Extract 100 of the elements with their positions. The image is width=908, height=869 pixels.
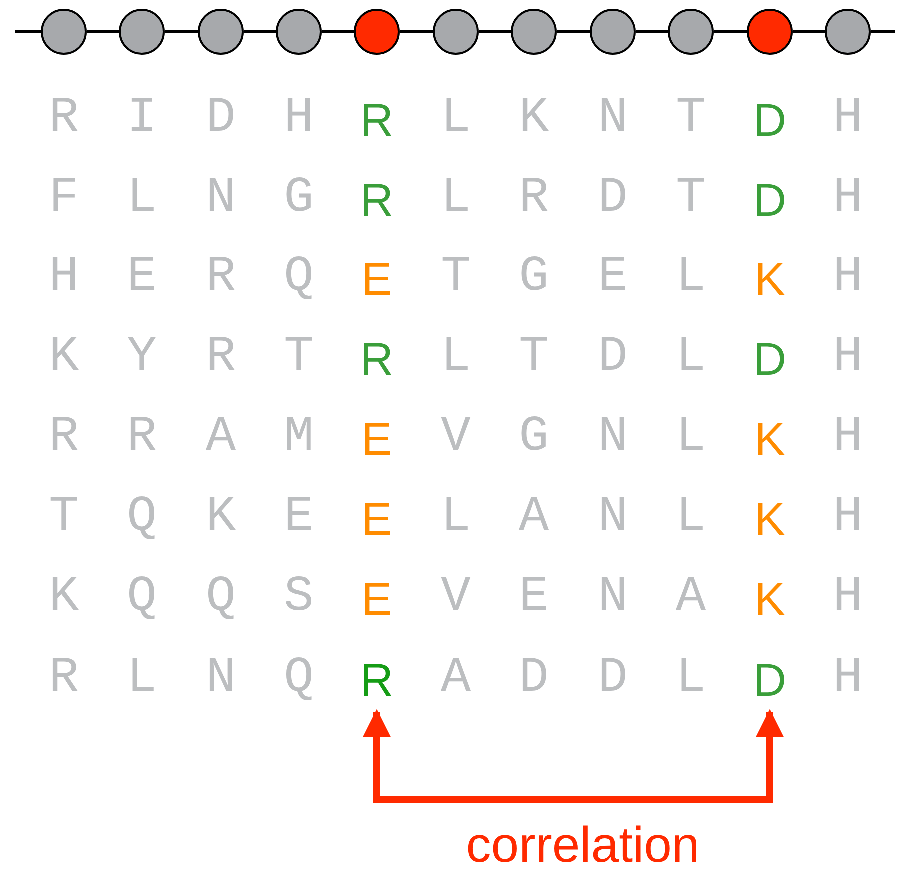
sequence-letter: T	[440, 253, 472, 303]
highlighted-letter: E	[349, 249, 405, 309]
connecting-line	[87, 30, 119, 34]
sequence-letter: L	[674, 253, 707, 303]
highlighted-letter: R	[349, 90, 405, 150]
sequence-letter: D	[596, 333, 629, 383]
highlighted-letter: K	[742, 409, 798, 469]
sequence-letter: V	[440, 413, 472, 463]
sequence-letter: D	[518, 654, 550, 704]
sequence-letter: A	[674, 573, 707, 623]
sequence-letter: Q	[204, 573, 237, 623]
highlighted-letter: D	[742, 170, 798, 230]
sequence-letter: N	[596, 94, 629, 144]
sequence-letter: E	[126, 253, 158, 303]
sequence-letter: Q	[282, 253, 315, 303]
sequence-letter: R	[48, 654, 80, 704]
sequence-letter: H	[832, 573, 864, 623]
sequence-letter: H	[832, 493, 864, 543]
sequence-letter: F	[48, 174, 80, 224]
sequence-letter: G	[518, 253, 550, 303]
sequence-letter: H	[832, 253, 864, 303]
connecting-line	[244, 30, 276, 34]
sequence-letter: S	[282, 573, 315, 623]
sequence-letter: L	[440, 94, 472, 144]
sequence-letter: L	[126, 654, 158, 704]
sequence-letter: Y	[126, 333, 158, 383]
sequence-letter: L	[674, 654, 707, 704]
sequence-letter: A	[204, 413, 237, 463]
sequence-letter: Q	[282, 654, 315, 704]
sequence-letter: Q	[126, 493, 158, 543]
sequence-letter: N	[596, 493, 629, 543]
highlighted-letter: K	[742, 249, 798, 309]
sequence-letter: N	[596, 413, 629, 463]
sequence-letter: N	[596, 573, 629, 623]
sequence-letter: R	[204, 333, 237, 383]
highlighted-letter: R	[349, 650, 405, 710]
sequence-letter: I	[126, 94, 158, 144]
highlighted-letter: D	[742, 90, 798, 150]
sequence-letter: R	[518, 174, 550, 224]
sequence-letter: L	[674, 333, 707, 383]
connecting-line	[15, 30, 41, 34]
sequence-letter: A	[440, 654, 472, 704]
sequence-letter: D	[204, 94, 237, 144]
sequence-letter: T	[518, 333, 550, 383]
highlighted-letter: E	[349, 569, 405, 629]
connecting-line	[714, 30, 747, 34]
sequence-letter: H	[48, 253, 80, 303]
sequence-letter: R	[204, 253, 237, 303]
sequence-letter: H	[832, 94, 864, 144]
sequence-letter: A	[518, 493, 550, 543]
sequence-letter: E	[596, 253, 629, 303]
highlighted-letter: E	[349, 489, 405, 549]
connecting-line	[793, 30, 825, 34]
sequence-letter: R	[48, 94, 80, 144]
sequence-letter: Q	[126, 573, 158, 623]
highlighted-letter: K	[742, 569, 798, 629]
connecting-line	[479, 30, 511, 34]
sequence-letter: R	[126, 413, 158, 463]
sequence-letter: K	[204, 493, 237, 543]
connecting-line	[557, 30, 590, 34]
sequence-letter: D	[596, 654, 629, 704]
sequence-letter: L	[674, 493, 707, 543]
highlighted-letter: K	[742, 489, 798, 549]
connecting-line	[636, 30, 668, 34]
connecting-line	[400, 30, 433, 34]
sequence-letter: K	[48, 333, 80, 383]
sequence-letter: H	[832, 654, 864, 704]
highlighted-letter: R	[349, 170, 405, 230]
connecting-line	[165, 30, 198, 34]
sequence-letter: T	[674, 94, 707, 144]
highlighted-letter: D	[742, 650, 798, 710]
highlighted-letter: E	[349, 409, 405, 469]
sequence-letter: K	[48, 573, 80, 623]
double-arrow	[363, 709, 784, 804]
sequence-letter: L	[440, 493, 472, 543]
sequence-letter: H	[832, 174, 864, 224]
sequence-letter: T	[48, 493, 80, 543]
connecting-line	[871, 30, 895, 34]
sequence-letter: H	[832, 413, 864, 463]
sequence-letter: E	[282, 493, 315, 543]
sequence-letter: G	[282, 174, 315, 224]
sequence-letter: R	[48, 413, 80, 463]
sequence-letter: L	[674, 413, 707, 463]
sequence-letter: G	[518, 413, 550, 463]
sequence-letter: N	[204, 654, 237, 704]
connecting-line	[322, 30, 354, 34]
sequence-letter: L	[440, 174, 472, 224]
highlighted-letter: D	[742, 329, 798, 389]
sequence-letter: L	[440, 333, 472, 383]
highlighted-letter: R	[349, 329, 405, 389]
sequence-letter: H	[832, 333, 864, 383]
sequence-letter: K	[518, 94, 550, 144]
sequence-letter: L	[126, 174, 158, 224]
sequence-letter: T	[674, 174, 707, 224]
sequence-letter: H	[282, 94, 315, 144]
sequence-letter: E	[518, 573, 550, 623]
sequence-letter: V	[440, 573, 472, 623]
sequence-letter: D	[596, 174, 629, 224]
sequence-letter: N	[204, 174, 237, 224]
sequence-letter: M	[282, 413, 315, 463]
